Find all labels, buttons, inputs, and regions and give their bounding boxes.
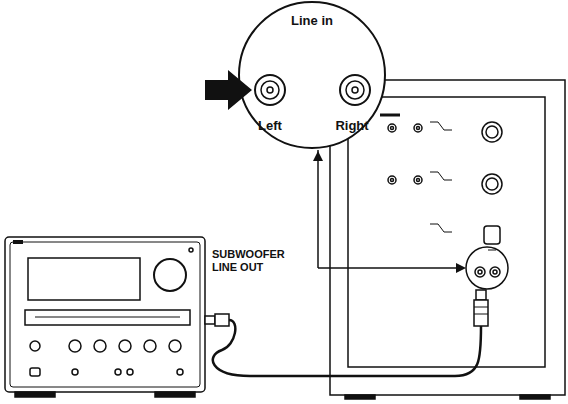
zoom-circle: Line in Left Right	[239, 2, 385, 148]
channel-label: Right	[335, 118, 368, 133]
channel-label: Left	[258, 118, 282, 133]
port-label: SUBWOOFER LINE OUT	[212, 248, 302, 274]
panel-heading: Line in	[291, 13, 333, 28]
